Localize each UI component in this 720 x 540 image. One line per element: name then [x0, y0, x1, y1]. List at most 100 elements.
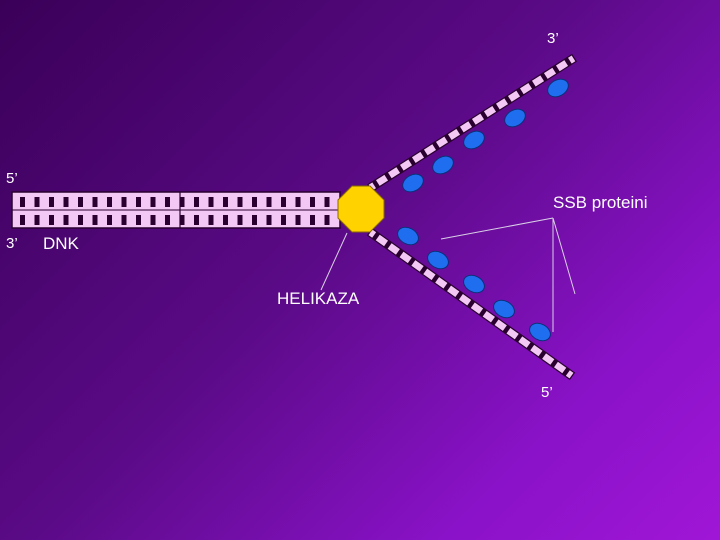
upper-strand-base-mark: [528, 80, 536, 90]
ssb-callout-line: [552, 217, 576, 295]
lower-strand-base-mark: [550, 358, 559, 368]
base-pair-mark-bottom: [63, 215, 69, 225]
upper-strand-base-mark: [564, 57, 572, 67]
base-pair-mark-bottom: [92, 215, 98, 225]
base-pair-mark-bottom: [295, 215, 301, 225]
upper-single-strand: [367, 53, 577, 193]
lower-strand-body: [366, 227, 576, 381]
ssb-protein-icon: [504, 108, 526, 128]
base-pair-mark-bottom: [223, 215, 228, 225]
label-dna: DNK: [43, 234, 79, 253]
label-helicase: HELIKAZA: [277, 289, 360, 308]
upper-strand-base-mark: [552, 64, 560, 74]
lower-strand-base-mark: [466, 299, 476, 309]
base-pair-mark-bottom: [150, 215, 156, 225]
base-pair-mark-bottom: [266, 215, 272, 225]
label-5prime-left: 5’: [6, 170, 18, 187]
callout-lines: [320, 217, 576, 332]
base-pair-mark-top: [150, 197, 156, 207]
lower-strand-base-mark: [490, 316, 499, 326]
base-pair-mark-bottom: [121, 215, 127, 225]
ssb-protein-icon: [432, 155, 454, 175]
upper-strand-base-mark: [480, 110, 488, 120]
base-pair-mark-bottom: [237, 215, 243, 225]
label-3prime-top: 3’: [547, 30, 559, 47]
base-pair-mark-bottom: [208, 215, 214, 225]
base-pair-mark-bottom: [179, 215, 185, 225]
upper-strand-base-mark: [396, 164, 404, 174]
lower-strand-base-mark: [443, 282, 452, 292]
base-pair-mark-top: [165, 197, 170, 207]
base-pair-mark-top: [223, 197, 228, 207]
base-pair-mark-top: [78, 197, 83, 207]
ssb-protein-icon: [463, 130, 485, 150]
label-3prime-left: 3’: [6, 235, 18, 252]
lower-strand-base-mark: [455, 291, 464, 301]
lower-strand-base-mark: [407, 257, 416, 267]
ssb-protein-icon: [547, 78, 569, 98]
ssb-protein-icon: [402, 173, 424, 193]
base-pair-mark-top: [324, 197, 330, 207]
lower-strand-base-mark: [419, 265, 428, 275]
upper-strand-base-mark: [444, 133, 452, 143]
lower-strand-base-mark: [502, 324, 511, 334]
ssb-protein-icon: [493, 299, 515, 319]
base-pair-mark-bottom: [281, 215, 286, 225]
upper-strand-base-mark: [408, 156, 416, 166]
upper-strand-body: [367, 53, 577, 193]
base-pair-mark-top: [266, 197, 272, 207]
base-pair-mark-top: [20, 197, 25, 207]
base-pair-mark-bottom: [136, 215, 141, 225]
base-pair-mark-bottom: [78, 215, 83, 225]
lower-strand-base-mark: [538, 350, 547, 360]
base-pair-mark-bottom: [107, 215, 112, 225]
base-pair-mark-bottom: [252, 215, 257, 225]
lower-strand-base-mark: [561, 367, 571, 377]
base-pair-mark-bottom: [165, 215, 170, 225]
base-pair-mark-bottom: [324, 215, 330, 225]
label-ssb-proteins: SSB proteini: [553, 193, 648, 212]
ssb-protein-icon: [463, 274, 485, 294]
lower-strand-base-mark: [383, 240, 392, 250]
ssb-protein-icon: [529, 322, 551, 342]
upper-strand-base-mark: [540, 72, 548, 82]
base-pair-mark-top: [281, 197, 286, 207]
upper-strand-base-mark: [516, 87, 524, 97]
base-pair-mark-top: [208, 197, 214, 207]
base-pair-mark-top: [136, 197, 141, 207]
base-pair-mark-top: [237, 197, 243, 207]
base-pair-mark-top: [179, 197, 185, 207]
base-pair-mark-bottom: [20, 215, 25, 225]
upper-strand-base-mark: [372, 179, 380, 189]
double-stranded-dna: [11, 191, 341, 229]
base-pair-mark-bottom: [194, 215, 199, 225]
base-pair-mark-top: [194, 197, 199, 207]
upper-strand-base-mark: [432, 141, 440, 151]
upper-strand-base-mark: [384, 172, 392, 182]
lower-strand-base-mark: [395, 248, 404, 258]
base-pair-mark-top: [92, 197, 98, 207]
lower-strand-base-mark: [371, 231, 381, 241]
base-pair-mark-top: [63, 197, 69, 207]
ssb-protein-icon: [397, 226, 419, 246]
lower-strand-base-mark: [526, 341, 535, 351]
base-pair-mark-top: [295, 197, 301, 207]
helicase-callout-line: [320, 232, 348, 291]
lower-strand-base-mark: [478, 307, 487, 317]
base-pair-mark-top: [310, 197, 315, 207]
ssb-proteins: [397, 78, 569, 342]
base-pair-mark-top: [34, 197, 40, 207]
upper-strand-base-mark: [504, 95, 512, 105]
lower-single-strand: [366, 227, 576, 381]
upper-strand-base-mark: [468, 118, 476, 128]
lower-strand-base-mark: [514, 333, 523, 343]
upper-strand-base-mark: [420, 149, 428, 159]
upper-strand-base-mark: [492, 103, 500, 113]
label-5prime-bottom: 5’: [541, 384, 553, 401]
upper-strand-base-mark: [456, 126, 464, 136]
helicase-icon: [337, 185, 385, 233]
ssb-callout-line: [440, 217, 554, 240]
base-pair-mark-top: [121, 197, 127, 207]
